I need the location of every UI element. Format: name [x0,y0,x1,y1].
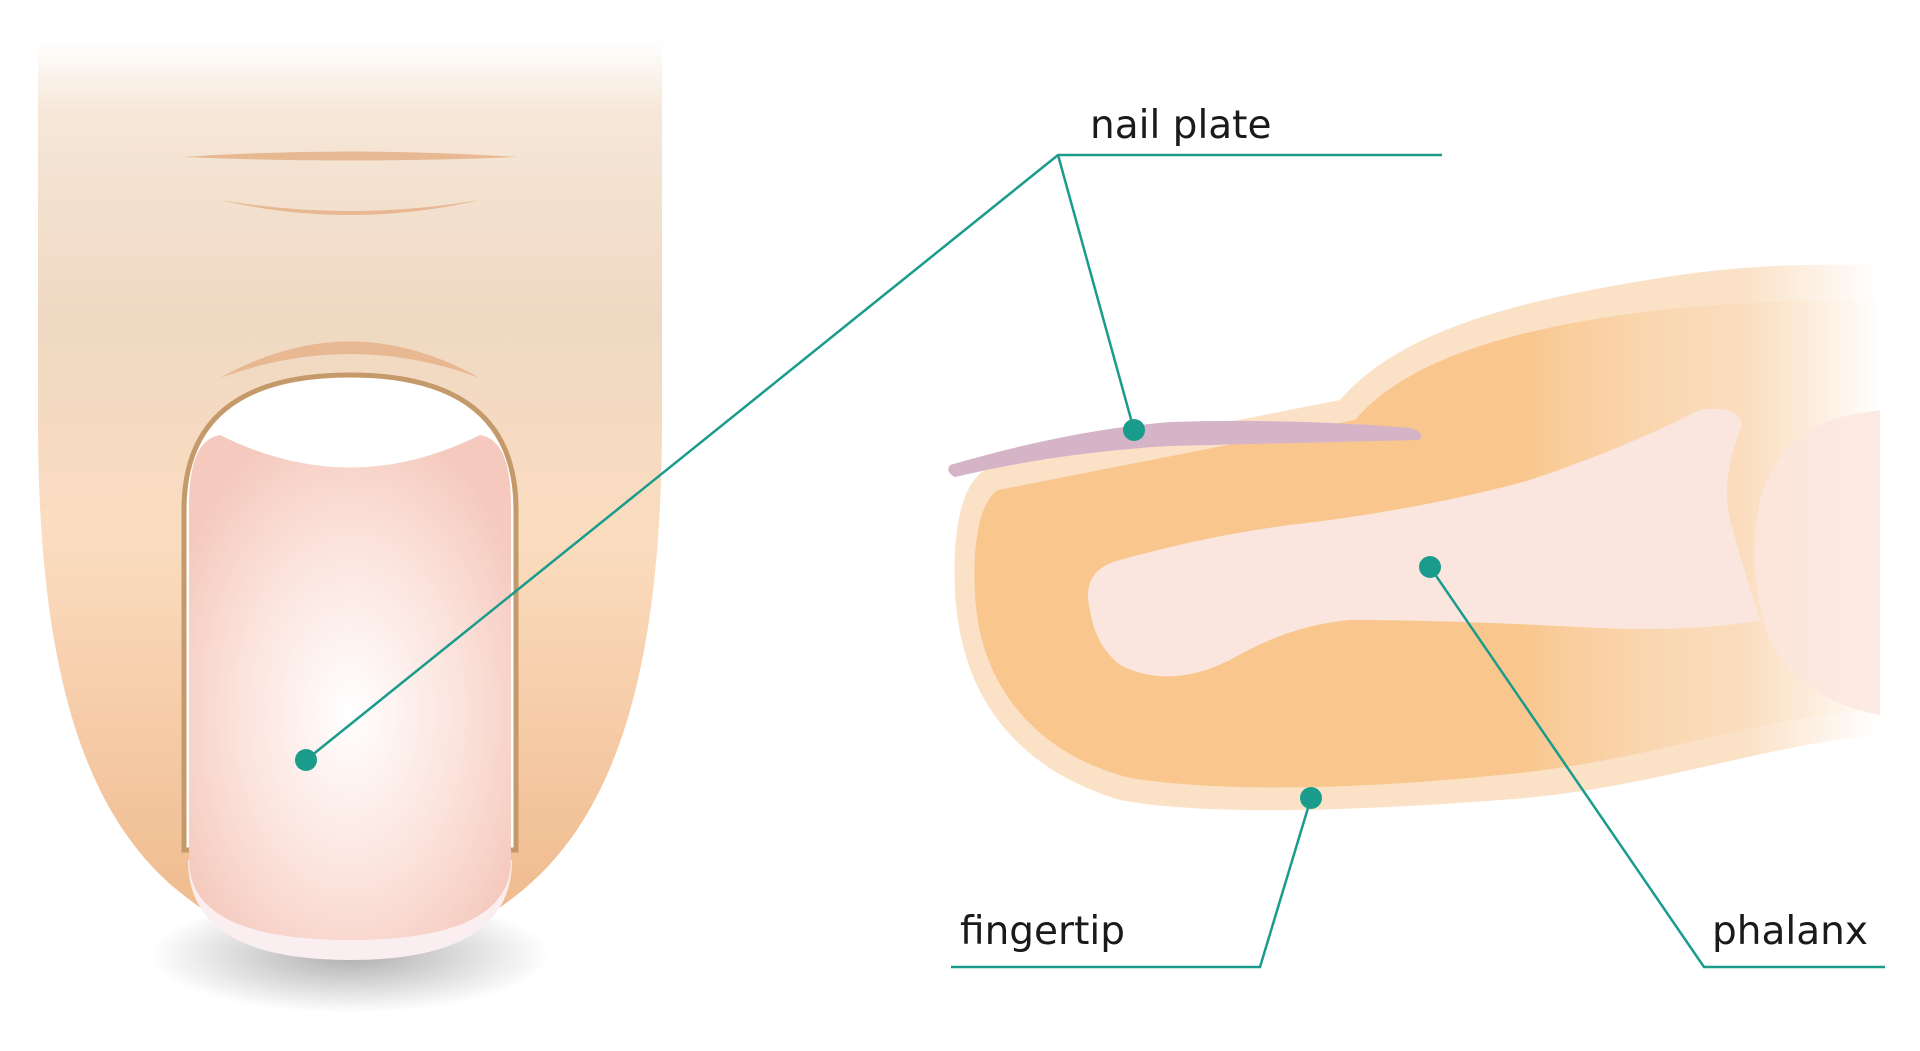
nail-plate-marker [1123,419,1145,441]
phalanx-label: phalanx [1712,909,1868,954]
nail-plate-side [948,420,1422,477]
nail-bed [189,435,511,940]
nail-top-marker [295,749,317,771]
knuckle-crease-upper [183,151,517,161]
fingertip-marker [1300,787,1322,809]
fingertip-label: fingertip [960,909,1125,954]
phalanx-marker [1419,556,1441,578]
joint-bone [1754,410,1880,715]
leader-lines [305,153,1885,969]
finger-side-view [948,264,1880,811]
markers [295,419,1441,809]
cuticle-fold [220,341,480,378]
knuckle-crease-lower [220,200,480,215]
fingertip-leader [951,797,1313,969]
nail-plate-leader-side [1056,154,1136,431]
phalanx-leader [1428,566,1885,969]
phalanx-bone [1088,409,1760,677]
finger-top-view [38,40,662,1013]
nail-plate-label: nail plate [1090,103,1271,148]
